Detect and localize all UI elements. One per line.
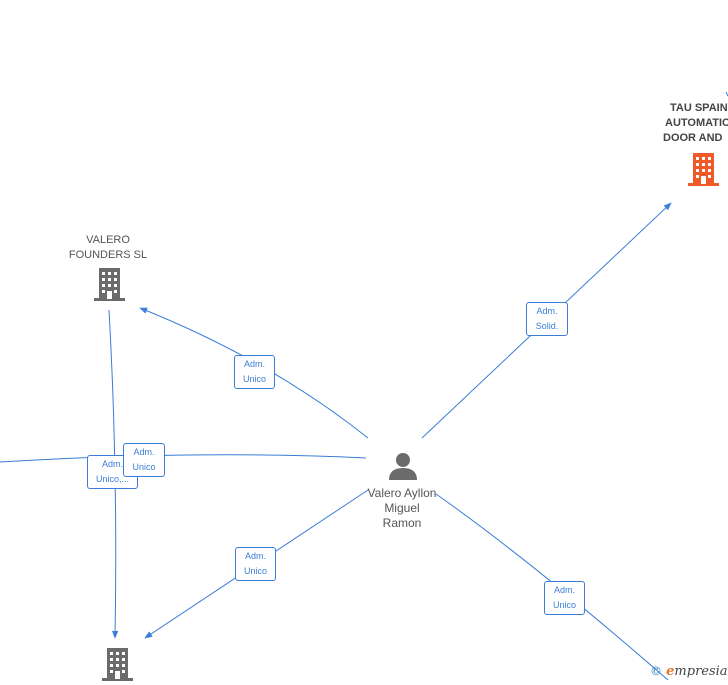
badge-line: Adm.: [536, 306, 558, 316]
node-label-line: TAU SPAIN: [670, 102, 728, 114]
badge-line: Adm.: [244, 551, 266, 561]
badge-line: Adm.: [101, 459, 123, 469]
person-icon[interactable]: [389, 453, 417, 480]
badge-line: Unico,...: [95, 474, 129, 484]
node-label-line: Miguel: [384, 501, 420, 515]
node-label-person[interactable]: Valero Ayllon Miguel Ramon: [352, 486, 452, 531]
badge-line: Adm.: [553, 585, 575, 595]
building-icon[interactable]: [94, 268, 125, 301]
badge-line: Unico: [552, 600, 576, 610]
node-label-tau[interactable]: TAU SPAIN AUTOMATIC DOOR AND: [658, 101, 728, 146]
brand-name: mpresia: [674, 664, 728, 679]
badge-line: Adm.: [243, 359, 265, 369]
node-label-line: Valero Ayllon: [367, 486, 437, 500]
edge-badge-tau[interactable]: Adm. Solid.: [526, 302, 568, 336]
building-icon[interactable]: [688, 153, 719, 186]
building-icon[interactable]: [102, 648, 133, 681]
copyright-icon: ©: [650, 664, 662, 678]
edge-person-to-bottom-right: [435, 493, 669, 681]
badge-line: Adm.: [133, 447, 155, 457]
edge-person-to-left: [0, 454, 367, 463]
badge-line: Unico: [243, 566, 267, 576]
node-label-line: Ramon: [382, 516, 422, 530]
badge-line: Unico: [132, 462, 156, 472]
node-label-valero-founders[interactable]: VALERO FOUNDERS SL: [58, 233, 158, 263]
badge-line: Solid.: [535, 321, 559, 331]
node-label-line: DOOR AND: [663, 132, 723, 144]
brand-initial: e: [666, 664, 675, 679]
node-label-line: FOUNDERS SL: [68, 249, 148, 261]
node-label-line: VALERO: [86, 234, 130, 246]
node-label-line: AUTOMATIC: [665, 117, 728, 129]
brand-logo: © empresia: [650, 664, 728, 679]
edge-badge-bottom-company[interactable]: Adm. Unico: [235, 547, 276, 581]
edge-badge-left[interactable]: Adm. Unico: [123, 443, 165, 477]
edge-badge-valero-founders[interactable]: Adm. Unico: [234, 355, 275, 389]
badge-line: Unico: [242, 374, 266, 384]
edge-badge-bottom-right[interactable]: Adm. Unico: [544, 581, 585, 615]
